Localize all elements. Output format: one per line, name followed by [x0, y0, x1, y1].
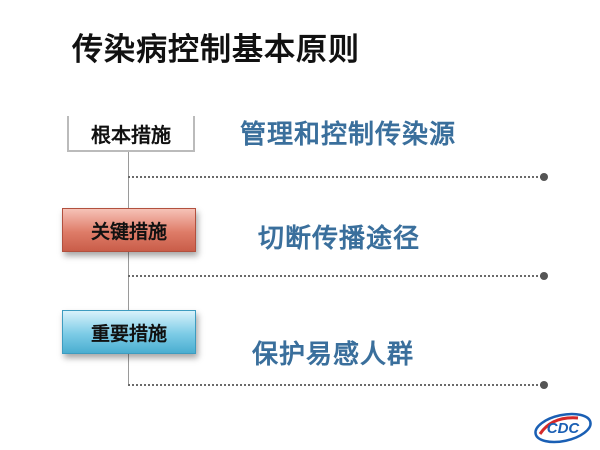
measure-protect-susceptible: 保护易感人群: [252, 340, 415, 370]
dotted-divider-2: [128, 275, 542, 277]
cdc-logo-text: CDC: [547, 420, 581, 437]
measure-control-source: 管理和控制传染源: [240, 120, 457, 150]
tag-key-measure: 关键措施: [62, 208, 196, 252]
slide-title: 传染病控制基本原则: [72, 32, 360, 68]
measure-cut-transmission: 切断传播途径: [258, 224, 421, 254]
divider-end-dot-1: [540, 173, 548, 181]
dotted-divider-3: [128, 384, 542, 386]
divider-end-dot-3: [540, 381, 548, 389]
dotted-divider-1: [128, 176, 542, 178]
cdc-logo: CDC: [534, 412, 592, 444]
timeline-vertical-line: [128, 150, 129, 386]
tag-fundamental-measure: 根本措施: [67, 116, 195, 152]
divider-end-dot-2: [540, 272, 548, 280]
tag-important-measure: 重要措施: [62, 310, 196, 354]
